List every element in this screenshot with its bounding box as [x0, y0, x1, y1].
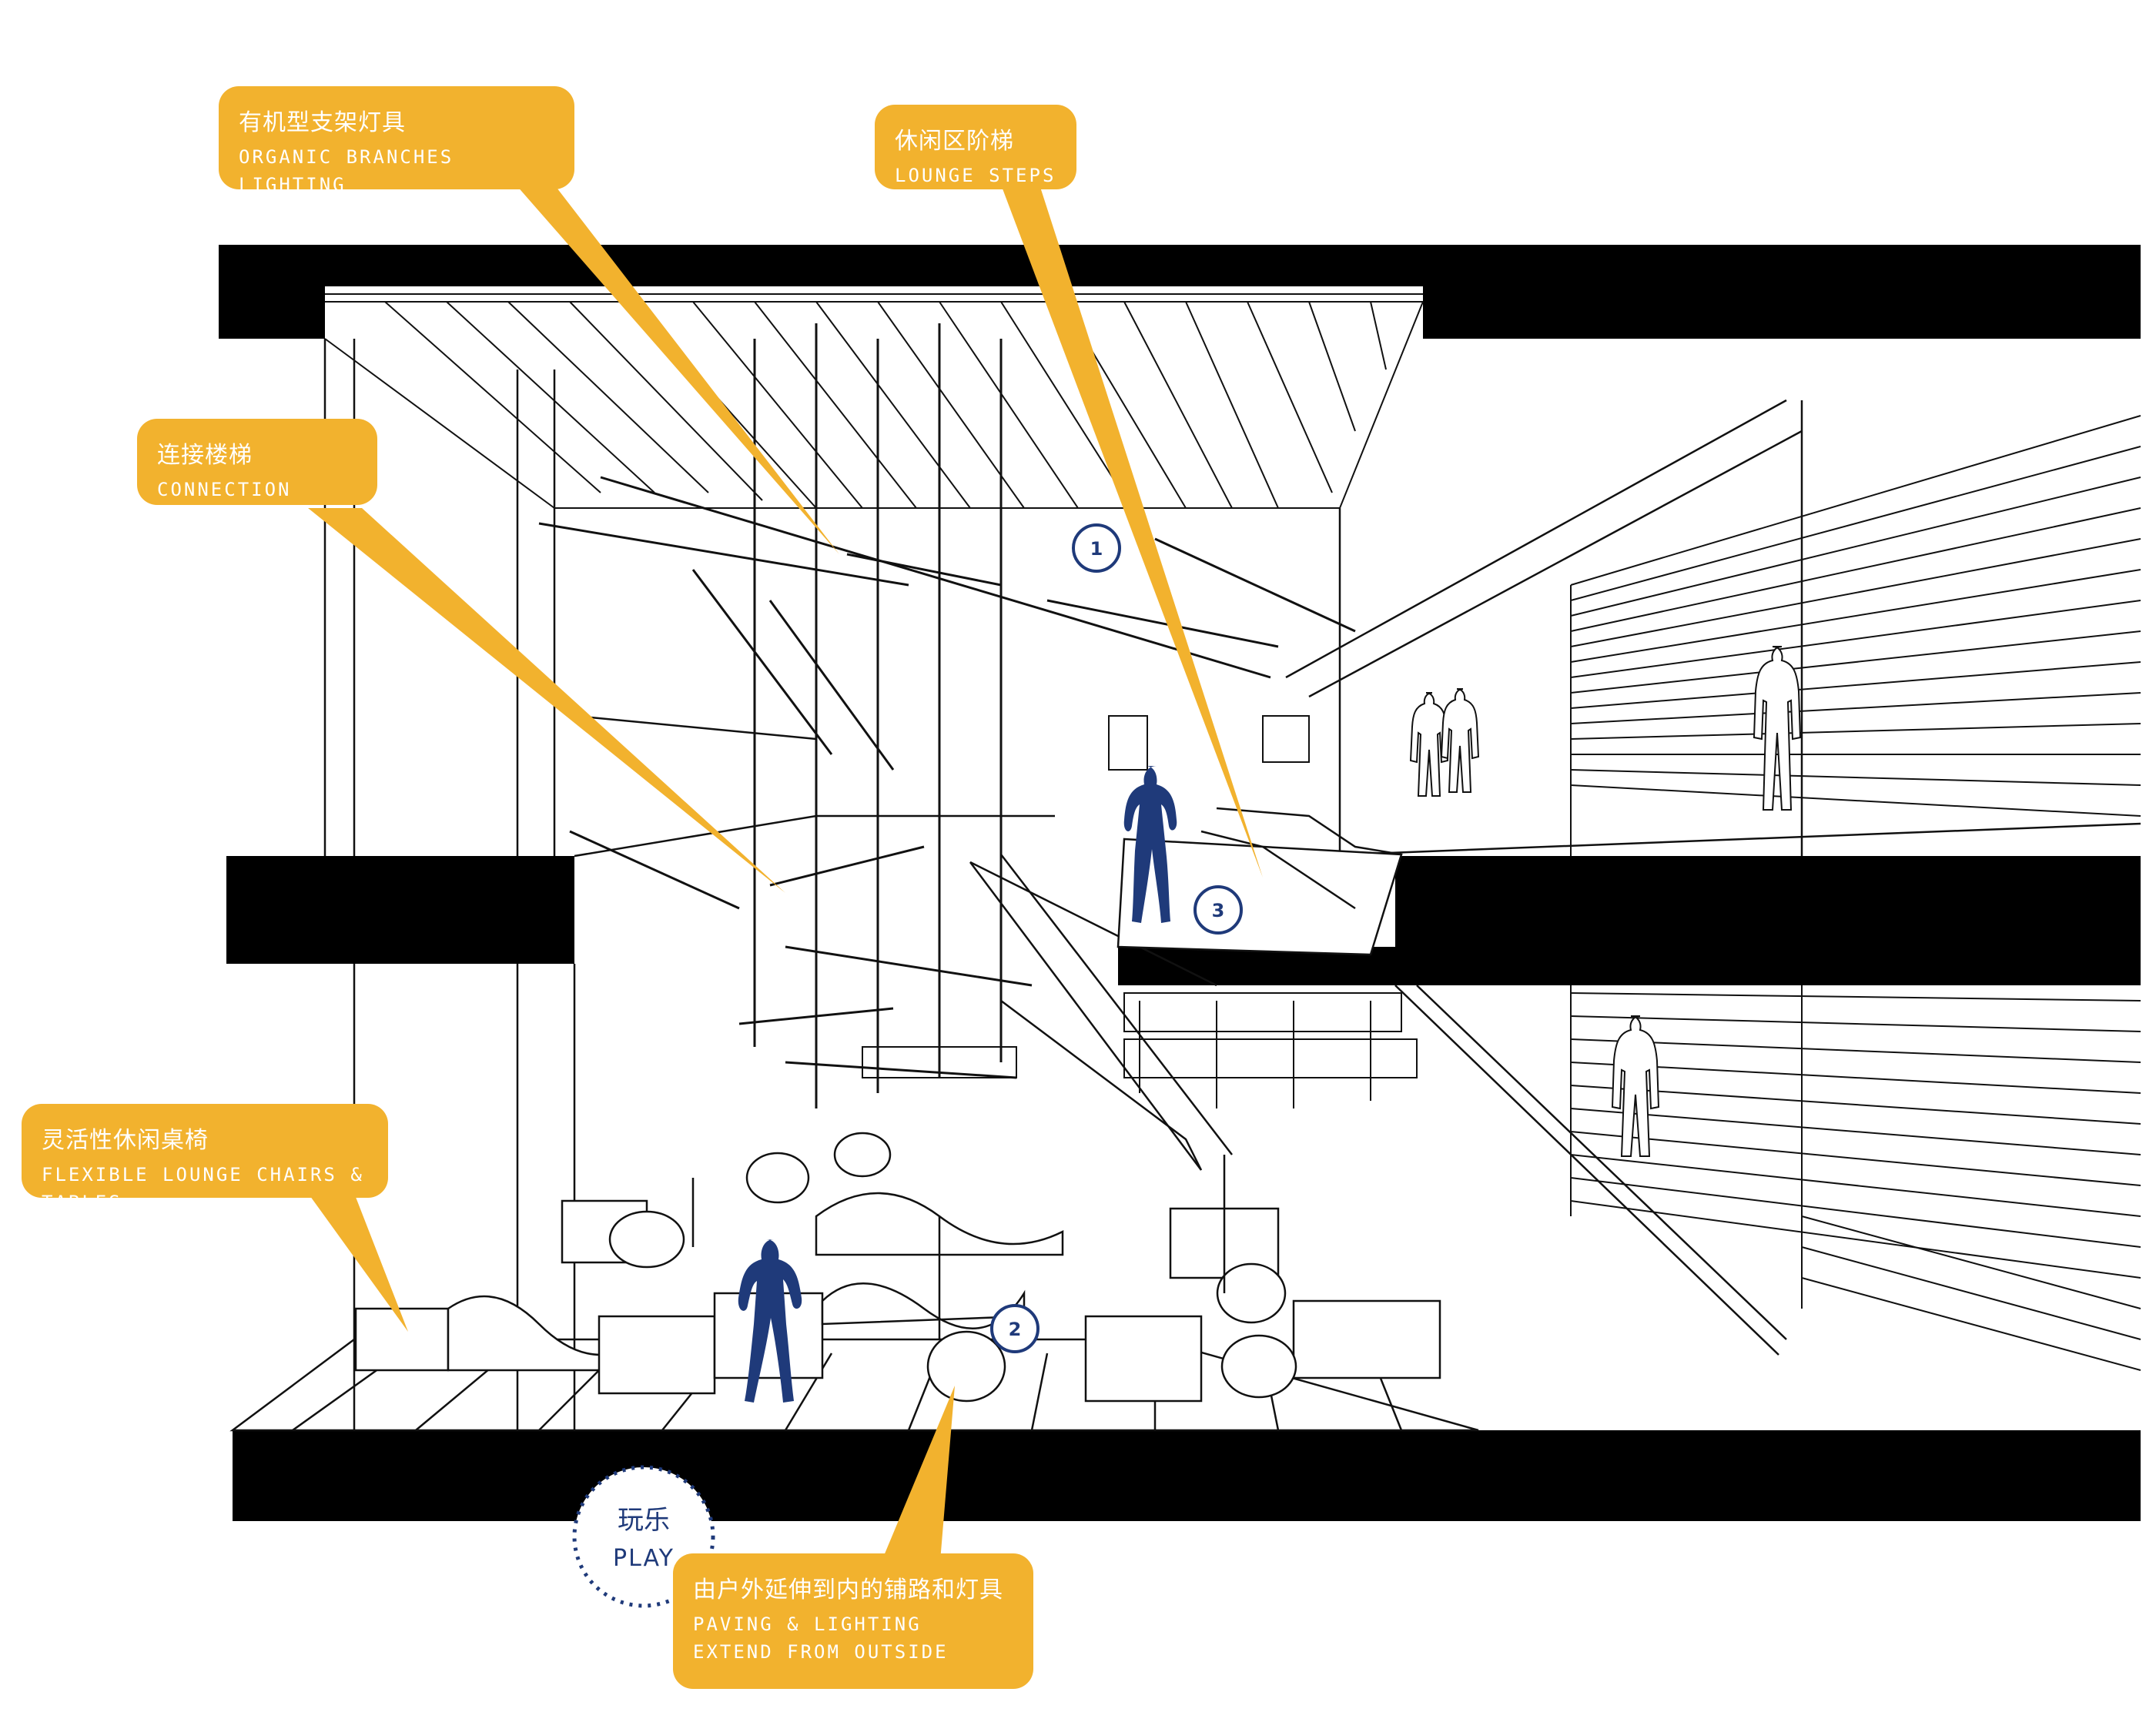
play-badge-zh: 玩乐	[618, 1505, 670, 1536]
callout-flexible-lounge-en: FLEXIBLE LOUNGE CHAIRS & TABLES	[42, 1164, 364, 1213]
callout-pointers	[308, 185, 1263, 1570]
roof-slab	[219, 245, 2141, 339]
marker-1-label: 1	[1090, 538, 1103, 560]
ground-slab	[233, 1430, 2141, 1521]
callout-organic-lighting-zh: 有机型支架灯具	[239, 109, 406, 136]
marker-1: 1	[1072, 523, 1121, 573]
pouf	[745, 1152, 810, 1204]
callout-paving-lighting: 由户外延伸到内的铺路和灯具 PAVING & LIGHTING EXTEND F…	[673, 1553, 1033, 1689]
callout-paving-lighting-en: PAVING & LIGHTING EXTEND FROM OUTSIDE	[693, 1613, 949, 1663]
pointer-lounge-steps	[1001, 185, 1263, 878]
figures	[738, 646, 1802, 1403]
callout-organic-lighting: 有机型支架灯具 ORGANIC BRANCHES LIGHTING	[219, 86, 574, 196]
pouf	[1216, 1262, 1287, 1324]
person-figure	[1753, 646, 1802, 811]
pouf	[1220, 1334, 1297, 1399]
callout-paving-lighting-zh: 由户外延伸到内的铺路和灯具	[693, 1577, 1003, 1603]
mid-slab-right	[1395, 856, 2141, 985]
ground-furniture	[229, 1132, 1479, 1432]
callout-lounge-steps: 休闲区阶梯 LOUNGE STEPS	[875, 105, 1076, 189]
marker-3: 3	[1194, 885, 1243, 935]
callout-organic-lighting-en: ORGANIC BRANCHES LIGHTING	[239, 146, 454, 196]
workstations	[862, 715, 1418, 1108]
marker-2: 2	[990, 1304, 1040, 1353]
pouf	[926, 1330, 1006, 1403]
lounge-steps	[1116, 807, 1403, 956]
callout-connection-stair-en: CONNECTION STAIR	[157, 479, 292, 528]
pouf	[608, 1210, 685, 1269]
floor-slabs	[219, 245, 2141, 1521]
mid-slab-left	[226, 856, 574, 964]
person-figure	[1440, 688, 1480, 793]
play-badge-en: PLAY	[613, 1545, 675, 1572]
pointer-organic-lighting	[516, 185, 839, 554]
callout-flexible-lounge-zh: 灵活性休闲桌椅	[42, 1127, 209, 1154]
person-figure	[1611, 1015, 1660, 1157]
pointer-connection-stair	[308, 508, 785, 893]
callout-lounge-steps-en: LOUNGE STEPS	[895, 165, 1056, 186]
callout-connection-stair-zh: 连接楼梯	[157, 442, 253, 469]
ceiling-slats	[324, 293, 1424, 509]
person-figure-blue	[738, 1239, 802, 1403]
callout-connection-stair: 连接楼梯 CONNECTION STAIR	[137, 419, 377, 528]
pouf	[833, 1132, 892, 1178]
marker-3-label: 3	[1212, 900, 1225, 921]
person-figure-blue	[1123, 766, 1177, 923]
right-wall-slats	[1570, 415, 2141, 1371]
mid-slab-center	[1118, 947, 1395, 985]
marker-2-label: 2	[1009, 1319, 1022, 1340]
pointer-flexible-lounge	[308, 1193, 408, 1332]
connection-stair	[969, 854, 1233, 1171]
branch-lighting	[538, 323, 1356, 1108]
callout-lounge-steps-zh: 休闲区阶梯	[895, 128, 1014, 155]
callout-flexible-lounge: 灵活性休闲桌椅 FLEXIBLE LOUNGE CHAIRS & TABLES	[22, 1104, 388, 1213]
person-figure	[1409, 692, 1449, 797]
pointer-paving	[878, 1386, 955, 1570]
